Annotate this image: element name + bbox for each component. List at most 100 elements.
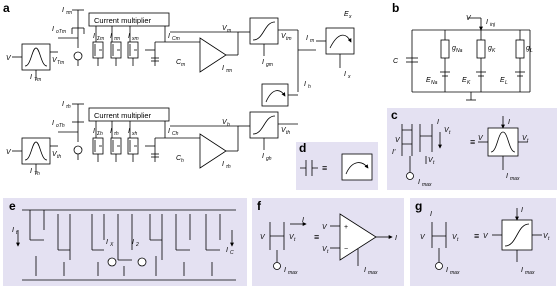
op-amp-symbol: [199, 37, 227, 73]
sigmoid-curve-icon: [252, 21, 276, 41]
svg-text:I: I: [521, 267, 523, 274]
svg-text:max: max: [368, 270, 378, 276]
svg-text:xm: xm: [131, 36, 139, 42]
svg-text:I: I: [304, 81, 306, 88]
svg-text:max: max: [422, 182, 432, 188]
svg-text:V: V: [6, 149, 12, 156]
svg-text:h: h: [308, 84, 311, 90]
panel-label-d: d: [299, 141, 307, 155]
svg-text:t: t: [548, 236, 550, 242]
a-top-itaum: I: [62, 7, 64, 14]
svg-text:I: I: [508, 119, 510, 126]
svg-text:max: max: [510, 176, 520, 182]
svg-text:V: V: [543, 233, 549, 240]
svg-text:I: I: [437, 119, 439, 126]
svg-text:I: I: [344, 71, 346, 78]
svg-text:t: t: [449, 130, 451, 136]
svg-text:τh: τh: [226, 164, 231, 170]
svg-text:I: I: [93, 128, 95, 135]
svg-text:V: V: [428, 157, 434, 164]
current-source-e-2: [137, 257, 147, 267]
svg-text:m: m: [310, 38, 314, 44]
panel-d-circuit: [300, 153, 373, 181]
svg-text:≡: ≡: [314, 232, 319, 242]
svg-text:E: E: [462, 77, 467, 84]
svg-text:Na: Na: [456, 48, 463, 54]
svg-text:gm: gm: [266, 62, 273, 68]
svg-text:t: t: [433, 160, 435, 166]
a-top-itm: I: [30, 74, 32, 81]
svg-text:V: V: [281, 33, 287, 40]
svg-text:t: t: [294, 237, 296, 243]
svg-text:th: th: [286, 130, 290, 136]
svg-text:I: I: [284, 267, 286, 274]
svg-text:I: I: [222, 65, 224, 72]
svg-text:τh: τh: [66, 104, 71, 110]
svg-text:I: I: [262, 59, 264, 66]
svg-text:L: L: [530, 48, 533, 54]
svg-text:I: I: [222, 161, 224, 168]
svg-text:tm: tm: [286, 36, 292, 42]
svg-text:t: t: [527, 138, 529, 144]
svg-text:τm: τm: [66, 10, 72, 16]
svg-text:I: I: [110, 33, 112, 40]
svg-text:g: g: [452, 45, 456, 52]
svg-text:h: h: [227, 122, 230, 128]
svg-text:gh: gh: [266, 156, 272, 162]
svg-text:Tm: Tm: [57, 60, 64, 66]
svg-text:V: V: [322, 246, 328, 253]
svg-text:th: th: [57, 154, 61, 160]
svg-text:I: I: [364, 267, 366, 274]
svg-text:I: I: [446, 267, 448, 274]
svg-text:I: I: [486, 19, 488, 26]
svg-text:Na: Na: [431, 80, 438, 86]
svg-text:x: x: [348, 14, 352, 20]
panel-label-f: f: [257, 199, 261, 213]
svg-text:I: I: [128, 33, 130, 40]
panel-label-e: e: [9, 199, 16, 213]
svg-text:I: I: [93, 33, 95, 40]
svg-text:−: −: [344, 246, 348, 253]
svg-text:Σh: Σh: [96, 131, 103, 137]
svg-text:K: K: [492, 48, 496, 54]
svg-text:max: max: [450, 270, 460, 276]
bump-curve-icon: [24, 47, 48, 67]
svg-text:V: V: [289, 234, 295, 241]
svg-text:V: V: [322, 224, 328, 231]
svg-text:C: C: [176, 155, 182, 162]
svg-text:I: I: [132, 239, 134, 246]
panel-label-g: g: [415, 199, 423, 213]
svg-text:I: I: [110, 128, 112, 135]
svg-text:I: I: [62, 101, 64, 108]
svg-text:Cm: Cm: [172, 36, 180, 42]
multiplier-label-top: Current multiplier: [94, 16, 152, 25]
panel-f-circuit: [269, 213, 393, 270]
a-top-iotm: I: [52, 26, 54, 33]
svg-text:inj: inj: [490, 22, 496, 28]
panel-f-background: [252, 198, 404, 286]
panel-a-top-row: [12, 9, 355, 92]
svg-text:V: V: [281, 127, 287, 134]
svg-text:I: I: [128, 128, 130, 135]
svg-text:t: t: [16, 230, 18, 236]
multiplier-label-bottom: Current multiplier: [94, 111, 152, 120]
svg-text:Ch: Ch: [172, 131, 179, 137]
svg-text:m: m: [181, 62, 185, 68]
svg-text:I: I: [168, 33, 170, 40]
panel-e-circuit: [16, 209, 236, 281]
a-top-vtm: V: [52, 57, 58, 64]
svg-text:I: I: [52, 120, 54, 127]
svg-text:V: V: [452, 234, 458, 241]
svg-text:V: V: [444, 127, 450, 134]
svg-text:≡: ≡: [322, 163, 327, 173]
svg-text:V: V: [420, 234, 426, 241]
svg-text:V: V: [478, 135, 484, 142]
a-top-v: V: [6, 55, 12, 62]
svg-text:I': I': [392, 149, 396, 156]
panel-label-a: a: [3, 1, 10, 15]
svg-text:g: g: [488, 45, 492, 52]
svg-text:Tm: Tm: [34, 77, 41, 83]
svg-text:C: C: [230, 250, 234, 256]
svg-text:V: V: [522, 135, 528, 142]
svg-text:2: 2: [135, 242, 139, 248]
